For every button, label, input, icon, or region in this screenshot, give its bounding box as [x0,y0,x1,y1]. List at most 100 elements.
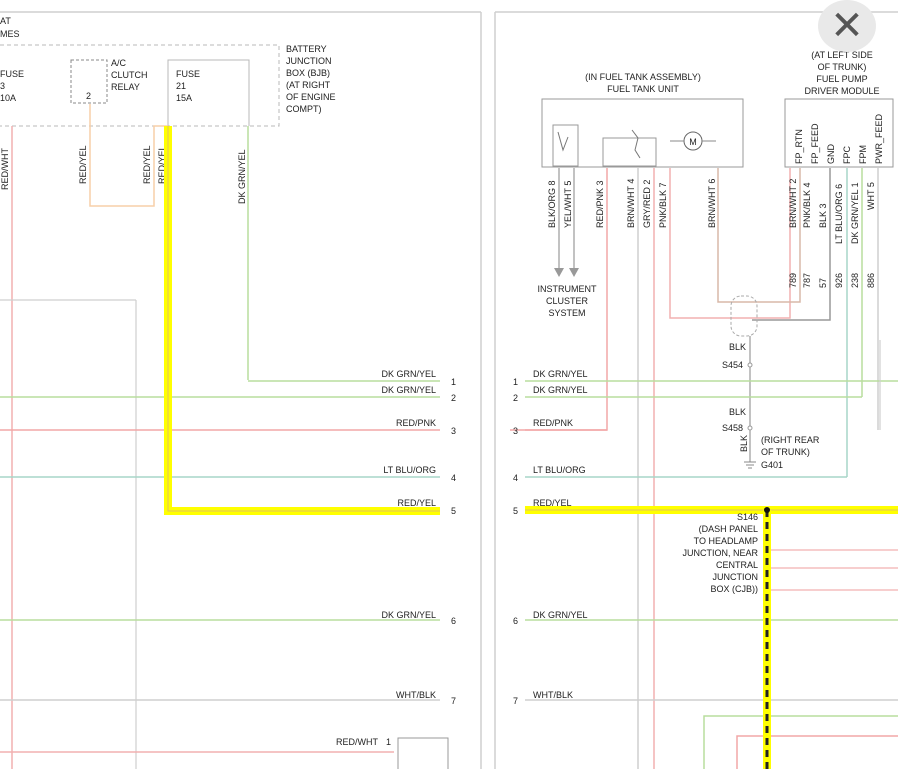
right-row-label-7: WHT/BLK [533,690,573,700]
wire-blk-gnd [752,168,831,321]
ac-relay-label-1: A/C [111,58,127,68]
fpdm-func-4: FPC [842,145,852,164]
right-row-pin-2: 2 [513,393,518,403]
ftu-pin-6: PNK/BLK 7 [658,182,668,228]
fpdm-func-3: GND [826,144,836,165]
circuit-num-6: 886 [866,273,876,288]
ground-icon [744,461,756,469]
fuse-21-box [167,59,250,126]
ac-relay-box [70,59,108,104]
splice-s458-dot [747,425,753,431]
fuel-sender-symbol [552,124,579,167]
fpdm-caption-4: DRIVER MODULE [804,86,879,96]
left-row-label-5: RED/YEL [397,498,436,508]
fuel-tank-caption-1: (IN FUEL TANK ASSEMBLY) [585,72,701,82]
fuse-left-number: 3 [0,81,5,91]
bjb-label-4: (AT RIGHT [286,80,331,90]
fpdm-func-6: PWR_FEED [874,113,884,164]
wire-red-yel-relay-loop [89,104,168,207]
left-row-label-3: RED/PNK [396,418,436,428]
ftu-pin-3: RED/PNK 3 [595,180,605,228]
circuit-num-2: 787 [802,273,812,288]
highlight-red-yel-left [164,126,440,515]
close-button[interactable]: ✕ [818,0,876,52]
s146-line-3: TO HEADLAMP [694,536,758,546]
left-row-pin-5: 5 [451,506,456,516]
wire-label-red-wht: RED/WHT [0,148,10,190]
instrument-cluster-1: INSTRUMENT [538,284,597,294]
ftu-pin-2: YEL/WHT 5 [563,181,573,228]
fuse-left-title: FUSE [0,69,24,79]
fuse-21-rating: 15A [176,93,192,103]
right-row-pin-7: 7 [513,696,518,706]
left-row-label-7: WHT/BLK [396,690,436,700]
right-row-pin-3: 3 [513,426,518,436]
fpdm-func-1: FP_RTN [794,129,804,164]
motor-symbol: M [689,137,697,147]
ground-location-2: OF TRUNK) [761,447,810,457]
left-row-pin-2: 2 [451,393,456,403]
s146-line-6: JUNCTION [713,572,759,582]
right-row-label-3: RED/PNK [533,418,573,428]
bjb-label-2: JUNCTION [286,56,332,66]
fpdm-pin-5: DK GRN/YEL 1 [850,182,860,244]
ground-id: G401 [761,460,783,470]
ftu-pin-7: BRN/WHT 6 [707,179,717,228]
circuit-num-4: 926 [834,273,844,288]
wire-label-red-yel-1: RED/YEL [78,145,88,184]
right-row-label-5: RED/YEL [533,498,572,508]
bottom-component-box [397,737,449,769]
left-row-pin-1: 1 [451,377,456,387]
fpdm-func-5: FPM [858,145,868,164]
wire-label-red-yel-3: RED/YEL [157,145,167,184]
fuel-tank-unit-box [541,98,744,168]
fpdm-pin-2: PNK/BLK 4 [802,182,812,228]
ftu-pin-4: BRN/WHT 4 [626,179,636,228]
instrument-cluster-2: CLUSTER [546,296,589,306]
left-row-pin-3: 3 [451,426,456,436]
s146-line-1: S146 [737,512,758,522]
splice-2-id: S458 [722,423,743,433]
splice-s454-dot [747,362,753,368]
splice-2-wire: BLK [729,407,746,417]
ground-wire-label: BLK [739,435,749,452]
left-row-pin-7: 7 [451,696,456,706]
bottom-wire-label: RED/WHT [336,737,378,747]
right-row-label-1: DK GRN/YEL [533,369,588,379]
fpdm-box [784,98,894,168]
fpdm-pin-3: BLK 3 [818,203,828,228]
fpdm-caption-1: (AT LEFT SIDE [811,50,873,60]
circuit-num-1: 789 [788,273,798,288]
ac-relay-label-2: CLUTCH [111,70,148,80]
ac-relay-label-3: RELAY [111,82,140,92]
wire-brn-wht-loop [717,168,801,303]
fpdm-func-2: FP_FEED [810,123,820,164]
fpdm-pin-6: WHT 5 [866,182,876,210]
inline-connector [730,295,758,337]
bjb-outline [0,44,280,127]
splice-1-wire: BLK [729,342,746,352]
left-row-label-4: LT BLU/ORG [383,465,436,475]
fuse-21-number: 21 [176,81,186,91]
header-text-2: MES [0,29,20,39]
ground-location-1: (RIGHT REAR [761,435,820,445]
fpdm-pin-4: LT BLU/ORG 6 [834,184,844,244]
instrument-cluster-3: SYSTEM [548,308,585,318]
fpdm-pin-1: BRN/WHT 2 [788,179,798,228]
right-row-label-4: LT BLU/ORG [533,465,586,475]
fuse-left-rating: 10A [0,93,16,103]
s146-line-2: (DASH PANEL [699,524,758,534]
right-row-pin-1: 1 [513,377,518,387]
fpdm-caption-3: FUEL PUMP [816,74,867,84]
left-row-label-1: DK GRN/YEL [381,369,436,379]
ftu-pin-5: GRY/RED 2 [642,180,652,228]
right-row-pin-6: 6 [513,616,518,626]
splice-1-id: S454 [722,360,743,370]
ftu-pin-1: BLK/ORG 8 [547,180,557,228]
close-icon[interactable]: ✕ [830,3,864,49]
wire-label-red-yel-2: RED/YEL [142,145,152,184]
circuit-num-5: 238 [850,273,860,288]
fuel-tank-caption-2: FUEL TANK UNIT [607,84,679,94]
bjb-label-6: COMPT) [286,104,322,114]
